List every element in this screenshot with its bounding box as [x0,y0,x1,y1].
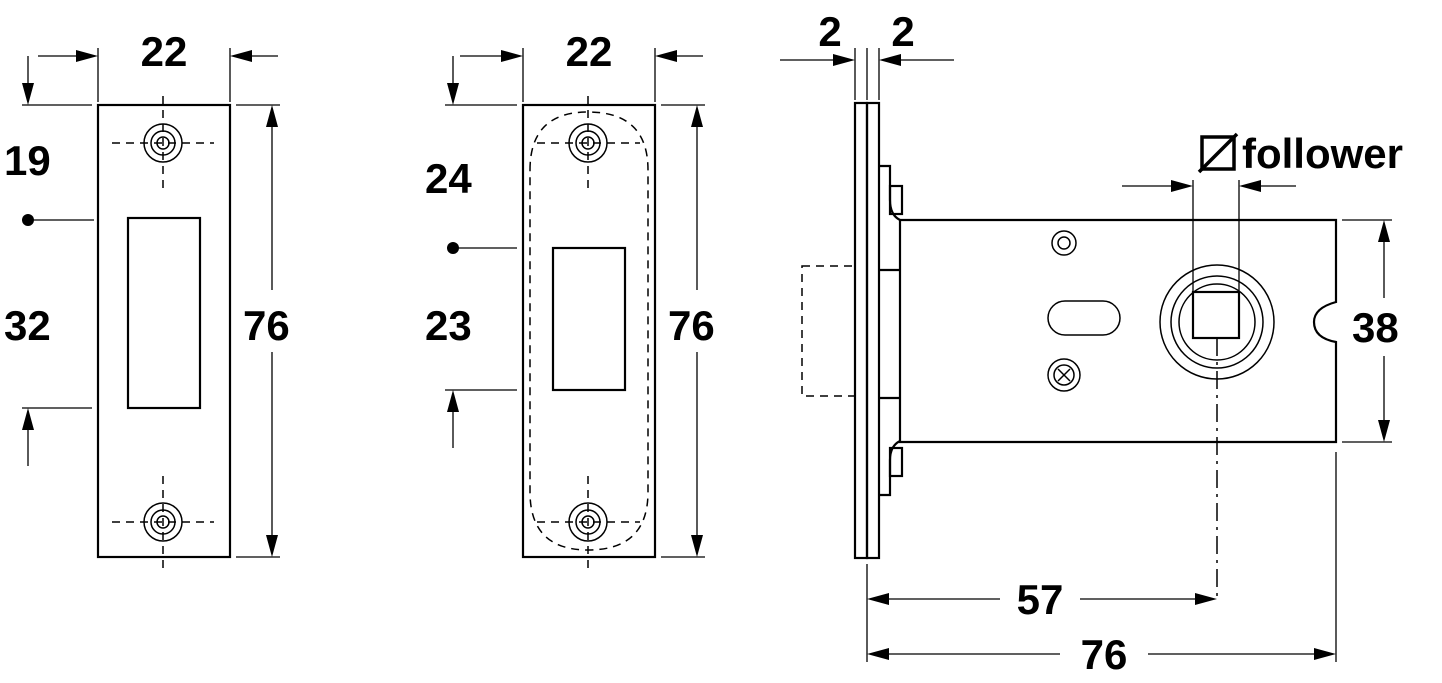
faceplate-thickness-left-label: 2 [818,8,841,55]
strike-plate-b: 22 24 23 76 [425,28,715,572]
height-label-a: 76 [243,302,290,349]
latch-side-view: follower 2 2 38 [780,8,1403,678]
slot-hole [1047,300,1121,336]
faceplate-thickness-right-label: 2 [891,8,914,55]
top-offset-label-a: 19 [4,137,51,184]
width-label-b: 22 [566,28,613,75]
latch-case-body [898,218,1338,444]
tab-lug-top [888,184,904,216]
tab-lug-bottom [888,446,904,478]
dimension-total-length: 76 [867,452,1337,678]
dimension-case-height: 38 [1342,219,1399,443]
square-follower-hole [1191,290,1241,340]
strike-plate-b-outline [521,103,657,559]
screw-hole-icon [112,476,214,572]
dimension-offset-b: 24 23 [425,56,517,448]
total-length-label: 76 [1081,631,1128,678]
strike-plate-a: 22 19 32 76 [4,28,290,572]
dimension-height-b: 76 [661,104,715,558]
dimension-faceplate-thickness: 2 2 [780,8,954,100]
screw-hole-icon [112,96,214,190]
bottom-offset-label-b: 23 [425,302,472,349]
follower-hub [1159,264,1275,380]
faceplate-front [853,101,869,560]
strike-plate-b-radius-outline [529,111,649,551]
dimension-follower: follower [1122,130,1403,292]
dimension-offset-a: 19 32 [4,56,94,466]
height-label-b: 76 [668,302,715,349]
strike-plate-b-opening [551,246,627,392]
dimension-width-a: 22 [38,28,278,102]
follower-label: follower [1242,130,1403,177]
width-label-a: 22 [141,28,188,75]
center-mark-dot [447,242,459,254]
backset-label: 57 [1017,576,1064,623]
rivet-icon [1051,230,1077,256]
screw-hole-icon [537,476,640,572]
dimension-width-b: 22 [460,28,703,102]
screw-hole-icon [537,96,640,190]
top-offset-label-b: 24 [425,155,472,202]
bottom-offset-label-a: 32 [4,302,51,349]
dimension-height-a: 76 [236,104,290,558]
center-mark-dot [22,214,34,226]
case-height-label: 38 [1352,304,1399,351]
strike-plate-a-outline [96,103,232,559]
screw-head-icon [1047,358,1081,392]
square-follower-icon [1197,132,1239,174]
dimension-backset: 57 [866,564,1217,662]
faceplate-back [865,101,881,560]
latch-bolt-retracted-outline [801,265,856,397]
strike-plate-a-opening [126,216,202,410]
